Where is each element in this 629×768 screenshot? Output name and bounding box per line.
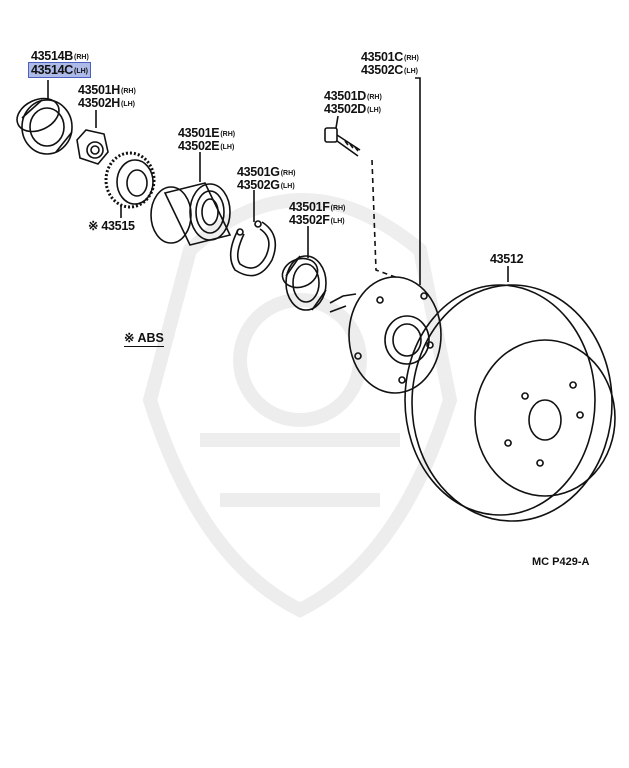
abs-marker: ※ [124, 331, 135, 345]
abs-legend-text: ABS [137, 331, 164, 345]
part-number: 43501F [289, 200, 330, 214]
diagram-code: MC P429-A [532, 556, 590, 568]
abs-legend: ※ ABS [124, 330, 164, 347]
label-43501d[interactable]: 43501D(RH) [324, 90, 382, 104]
label-43501h[interactable]: 43501H(RH) [78, 84, 136, 98]
label-43502g[interactable]: 43502G(LH) [237, 179, 295, 193]
label-43515[interactable]: ※ 43515 [88, 220, 135, 233]
label-43502h[interactable]: 43502H(LH) [78, 97, 135, 111]
side-tag: (LH) [280, 183, 295, 190]
part-number: 43514C [31, 63, 73, 77]
snap-ring-43501g[interactable] [229, 220, 277, 277]
side-tag: (RH) [280, 170, 296, 177]
part-number: 43515 [101, 219, 135, 233]
disc-rotor-43512[interactable] [404, 284, 616, 522]
part-number: 43502G [237, 178, 280, 192]
part-number: 43501D [324, 89, 366, 103]
label-43501e[interactable]: 43501E(RH) [178, 127, 235, 141]
label-43502d[interactable]: 43502D(LH) [324, 103, 381, 117]
side-tag: (LH) [367, 107, 381, 114]
part-number: 43502H [78, 96, 120, 110]
side-tag: (RH) [74, 54, 89, 61]
part-number: 43501C [361, 50, 403, 64]
part-number: 43502F [289, 213, 330, 227]
hub-leader-line [415, 77, 421, 285]
side-tag: (LH) [74, 68, 88, 75]
side-tag: (LH) [121, 101, 135, 108]
label-43501g[interactable]: 43501G(RH) [237, 166, 295, 180]
label-43502c[interactable]: 43502C(LH) [361, 64, 418, 78]
side-tag: (RH) [220, 131, 236, 138]
label-43514c-highlighted[interactable]: 43514C(LH) [28, 62, 91, 78]
oil-seal-43514[interactable] [12, 92, 73, 155]
part-number: 43514B [31, 49, 73, 63]
part-number: 43501G [237, 165, 280, 179]
label-43512[interactable]: 43512 [490, 252, 524, 266]
axle-hub-43501c[interactable] [329, 276, 442, 394]
side-tag: (LH) [220, 144, 235, 151]
label-43502e[interactable]: 43502E(LH) [178, 140, 234, 154]
bearing-43501e[interactable] [150, 182, 232, 246]
bolt-leader-line [371, 159, 399, 279]
label-43514b[interactable]: 43514B(RH) [31, 50, 89, 64]
abs-rotor-43515[interactable] [104, 151, 156, 209]
seal-43501f[interactable] [278, 254, 327, 311]
part-number: 43501E [178, 126, 220, 140]
leader-43501d [335, 115, 339, 129]
label-43502f[interactable]: 43502F(LH) [289, 214, 345, 228]
hub-bolt-43501d[interactable] [324, 127, 361, 157]
label-43501c[interactable]: 43501C(RH) [361, 51, 419, 65]
part-number: 43501H [78, 83, 120, 97]
side-tag: (RH) [367, 94, 382, 101]
hub-nut-43501h[interactable] [76, 129, 109, 165]
part-number: 43512 [490, 252, 524, 266]
side-tag: (RH) [330, 205, 346, 212]
label-43501f[interactable]: 43501F(RH) [289, 201, 345, 215]
part-number: 43502E [178, 139, 220, 153]
side-tag: (RH) [121, 88, 136, 95]
side-tag: (LH) [330, 218, 345, 225]
part-number: 43502C [361, 63, 403, 77]
highlight-box: 43514C(LH) [28, 62, 91, 78]
abs-marker: ※ [88, 219, 99, 233]
side-tag: (LH) [404, 68, 418, 75]
part-number: 43502D [324, 102, 366, 116]
side-tag: (RH) [404, 55, 419, 62]
